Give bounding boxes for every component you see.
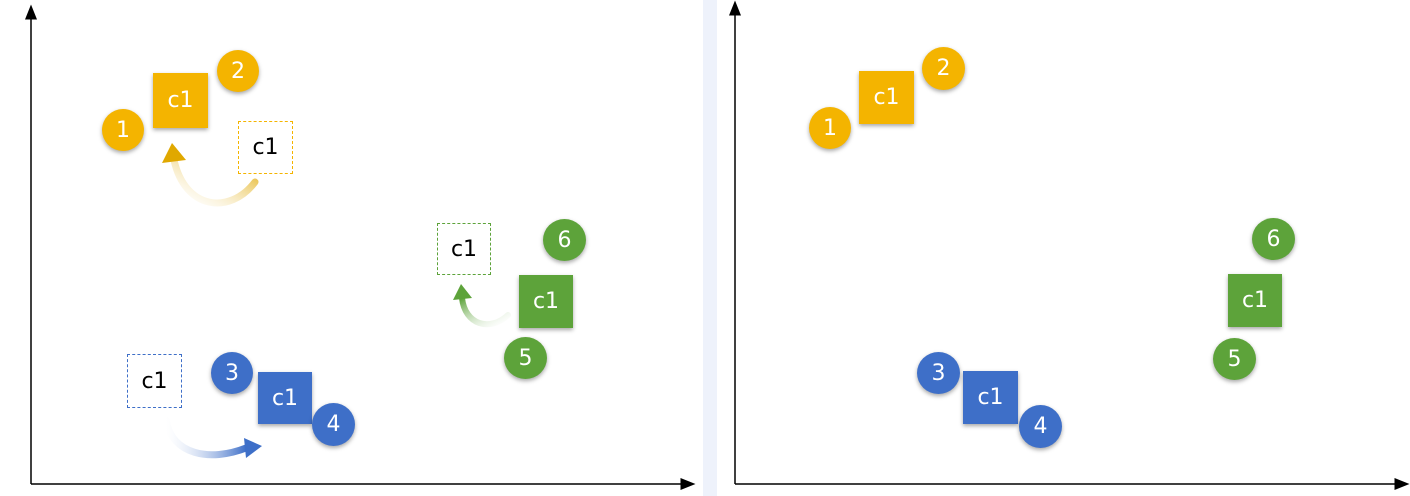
blue-point-3: 3 [211, 352, 253, 394]
yellow-centroid-square: c1 [153, 73, 208, 128]
blue-point-3: 3 [917, 352, 960, 394]
blue-point-4: 4 [1019, 405, 1062, 448]
right-axes [729, 0, 1410, 490]
yellow-point-1: 1 [102, 109, 144, 151]
yellow-point-1: 1 [809, 107, 851, 149]
panel-divider [703, 0, 717, 496]
left-panel: c1 1 2 c1 c1 6 5 c1 c1 3 4 c1 [0, 0, 703, 496]
blue-arrowhead [244, 438, 262, 458]
left-axes [25, 4, 696, 490]
yellow-move-arrow [170, 156, 259, 207]
green-centroid-square: c1 [519, 275, 573, 328]
green-previous-centroid: c1 [437, 223, 491, 275]
blue-point-4: 4 [312, 403, 355, 446]
green-move-arrow [459, 295, 511, 328]
yellow-arrowhead [162, 143, 186, 163]
green-arrowhead [453, 284, 472, 300]
green-point-6: 6 [1252, 218, 1295, 260]
green-point-5: 5 [1213, 338, 1256, 380]
yellow-point-2: 2 [217, 50, 259, 92]
green-centroid-square: c1 [1228, 274, 1282, 327]
green-point-5: 5 [504, 337, 547, 379]
blue-centroid-square: c1 [258, 372, 312, 424]
yellow-centroid-square: c1 [859, 71, 914, 124]
right-panel: c1 1 2 c1 6 5 c1 3 4 [717, 0, 1410, 496]
blue-centroid-square: c1 [963, 371, 1018, 424]
green-point-6: 6 [543, 219, 586, 261]
blue-previous-centroid: c1 [127, 354, 182, 408]
yellow-point-2: 2 [922, 47, 965, 90]
blue-move-arrow [162, 416, 250, 459]
yellow-previous-centroid: c1 [238, 121, 293, 174]
